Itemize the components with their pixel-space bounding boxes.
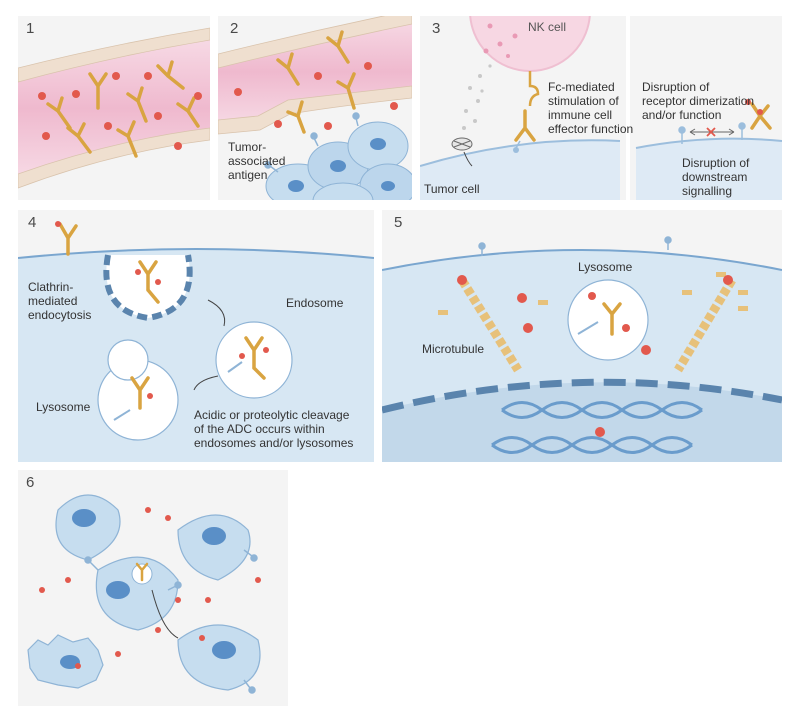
panel-number: 2 — [230, 20, 239, 37]
payload-molecules — [38, 72, 202, 150]
clathrin-label: Clathrin- mediated endocytosis — [28, 280, 92, 322]
bystander-effect-illustration — [27, 494, 261, 694]
nk-cell-label: NK cell — [528, 20, 567, 34]
disruption-signalling-label: Disruption of downstream signalling — [682, 156, 750, 198]
tumor-antigen-label: Tumor- associated antigen — [228, 140, 286, 182]
microtubule-illustration — [382, 236, 782, 462]
tumor-cell-label: Tumor cell — [424, 182, 480, 196]
blood-vessel-illustration — [18, 27, 210, 189]
panel-3: 3 NK cell Fc-mediated stimulation of imm… — [420, 16, 782, 200]
disruption-receptor-label: Disruption of receptor dimerization and/… — [642, 80, 755, 122]
panel-number: 4 — [28, 214, 37, 231]
panel-number: 5 — [394, 214, 403, 231]
panel-5: 5 Lysosome Microtubule — [382, 210, 782, 462]
panel-1: 1 — [18, 16, 210, 200]
endosome-label: Endosome — [286, 296, 344, 310]
lysosome-label: Lysosome — [36, 400, 91, 414]
panel-2: 2 Tumor- associated antigen — [218, 16, 412, 200]
immune-effector-illustration — [420, 16, 782, 200]
microtubule-label: Microtubule — [422, 342, 485, 356]
perforin-pore-icon — [451, 137, 473, 151]
endocytosis-illustration — [18, 221, 374, 462]
tumor-vessel-illustration — [218, 16, 412, 200]
panel-6: 6 — [18, 470, 288, 706]
panel-number: 3 — [432, 20, 441, 37]
fc-mediated-label: Fc-mediated stimulation of immune cell e… — [548, 80, 634, 136]
lysosome-label: Lysosome — [578, 260, 633, 274]
panel-number: 1 — [26, 20, 35, 37]
dna-icon — [491, 401, 703, 454]
panel-4: 4 Clathrin- mediated endocytosis Endosom… — [18, 210, 374, 462]
panel-number: 6 — [26, 474, 35, 491]
cleavage-label: Acidic or proteolytic cleavage of the AD… — [194, 408, 354, 450]
